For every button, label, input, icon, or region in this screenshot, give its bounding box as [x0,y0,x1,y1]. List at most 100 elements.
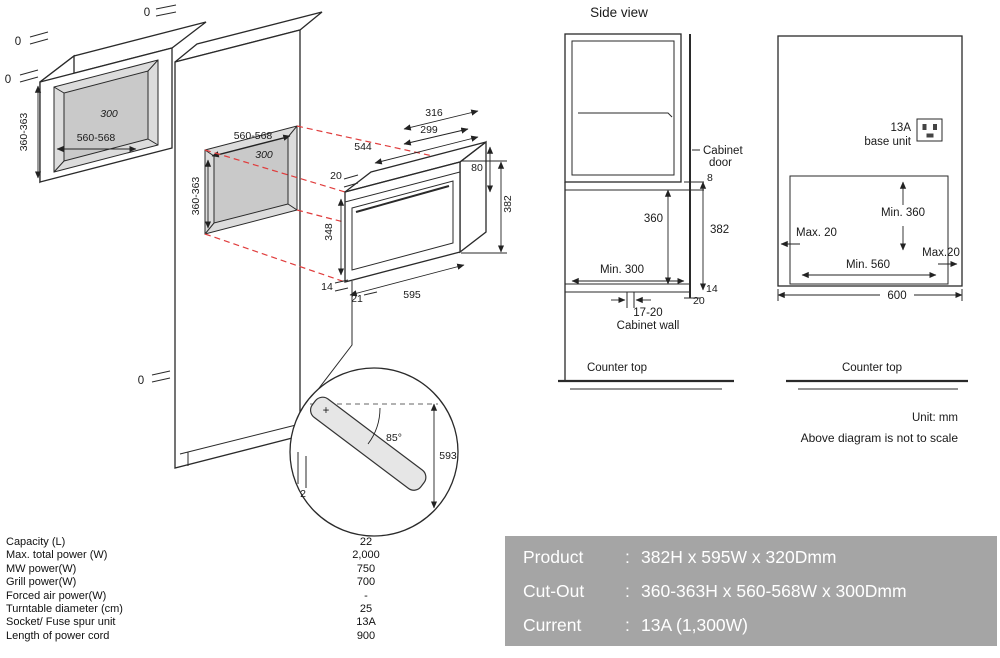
summary-colon: : [625,614,630,635]
cabinet-front-face [174,29,301,469]
oven-bottom-offset-label: 14 [321,281,333,293]
socket-pin-right [933,124,937,130]
socket-icon-frame [916,118,943,142]
spec-label: MW power(W) [6,562,77,575]
summary-label: Cut-Out [523,580,585,601]
oven-body-width-label: 544 [354,141,372,153]
oven-foot-offset-tick [363,291,378,296]
spec-value: 2,000 [352,549,380,562]
scale-disclaimer: Above diagram is not to scale [801,431,959,445]
cord-offset-ticks [297,452,307,488]
summary-label: Current [523,614,582,635]
cutout-width-label: 560-568 [234,130,273,142]
side-view: Side view Cabinet door 8 382 360 Min. 30… [558,5,743,390]
oven-body-width-dim [374,135,479,165]
cabinet-cutout-depth-edges [204,125,298,235]
tall-cabinet-drawing: 560-568 300 360-363 [174,11,323,469]
zero-ticks-top [155,4,177,17]
unit-note: Unit: mm [912,412,958,424]
cord-angle-arc [367,407,381,445]
spec-label: Length of power cord [6,629,110,642]
oven-depth-overall-label: 316 [425,107,443,119]
side-view-title: Side view [590,5,648,20]
cabinet-wall-lines [626,292,635,308]
side-bottom-shelf [565,283,690,293]
spec-value: 750 [356,562,376,575]
dim600-label: 600 [887,290,906,302]
oven-front-gap-label: 20 [330,170,342,182]
oven-control-strip [344,161,461,203]
base-inner-rect [789,175,949,285]
dim360-label: 360 [644,213,663,225]
oven-front-gap-ticks [343,174,359,188]
spec-table: Capacity (L) 22 Max. total power (W) 2,0… [6,536,426,643]
cabinet-door-label-1: Cabinet [703,145,743,157]
summary-value: 13A (1,300W) [641,614,748,635]
spec-row-max-total-power: Max. total power (W) 2,000 [6,549,426,562]
oven-control-height-label: 80 [471,162,483,174]
side-oven-shelf-line [578,112,673,118]
spec-label: Socket/ Fuse spur unit [6,616,116,629]
base-unit-view: 13A base unit Max. 20 Min. 360 Max.20 Mi… [777,35,968,390]
wall-unit-drawing: 560-568 300 360-363 [18,21,207,184]
spec-value: 700 [356,576,376,589]
min300-label: Min. 300 [600,264,644,276]
oven-width-label: 595 [403,289,421,301]
zero-ticks-top-left [29,31,49,45]
socket-pin-bottom [926,133,934,138]
min360-label: Min. 360 [881,207,925,219]
spec-value: - [364,589,368,602]
oven-door-outline [351,180,454,271]
wall-depth-label: 300 [100,108,118,120]
diagram-notes: Unit: mm Above diagram is not to scale [801,412,959,445]
cord-offset-label: 2 [300,488,306,500]
cord-angle-label: 85° [386,432,402,444]
cord-length-label: 593 [439,450,457,462]
spec-label: Turntable diameter (cm) [6,603,123,616]
zero-clearance-markers: 0 0 0 0 [5,4,177,387]
summary-row-current: Current : 13A (1,300W) [523,608,997,642]
zero-ticks-bottom [151,370,171,383]
side-oven-outer [564,33,682,183]
wall-label: Cabinet wall [617,320,680,332]
min560-label: Min. 560 [846,259,890,271]
zero-top-left-label: 0 [15,36,21,48]
dim20-label: 20 [693,295,705,307]
zero-ticks-mid-left [19,69,39,83]
gap8-label: 8 [707,172,713,184]
oven-foot-offset-label: 21 [351,293,363,305]
summary-row-cutout: Cut-Out : 360-363H x 560-568W x 300Dmm [523,574,997,608]
oven-depth-overall-dim [403,109,479,131]
wall-range-label: 17-20 [633,307,662,319]
cutout-depth-label: 300 [255,149,273,161]
spec-row-capacity: Capacity (L) 22 [6,536,426,549]
socket-icon [916,118,943,142]
socket-amp-label: 13A [891,122,912,134]
summary-row-product: Product : 382H x 595W x 320Dmm [523,540,997,574]
wall-height-label: 360-363 [18,113,30,152]
max20-left-label: Max. 20 [796,227,837,239]
summary-colon: : [625,580,630,601]
summary-colon: : [625,546,630,567]
zero-mid-left-label: 0 [5,74,11,86]
detail-leader-line [312,281,353,397]
spec-row-power-cord-length: Length of power cord 900 [6,630,426,643]
side-counter-top-label: Counter top [587,362,647,374]
base-counter-top-label: Counter top [842,362,902,374]
summary-value: 382H x 595W x 320Dmm [641,546,837,567]
cutout-height-label: 360-363 [190,177,202,216]
isometric-view: 560-568 300 360-363 0 0 0 0 [5,4,514,537]
spec-value: 900 [356,629,376,642]
oven-width-dim [349,263,465,297]
cord-plus-label: + [323,405,330,417]
wall-unit-depth-edges [53,59,159,173]
max20-right-label: Max.20 [922,247,960,259]
summary-value: 360-363H x 560-568W x 300Dmm [641,580,907,601]
dim382-label: 382 [710,224,729,236]
spec-label: Grill power(W) [6,576,77,589]
spec-label: Capacity (L) [6,536,66,548]
zero-bottom-label: 0 [138,375,144,387]
spec-row-socket-fuse: Socket/ Fuse spur unit 13A [6,616,426,629]
oven-inner-height-label: 348 [323,223,335,241]
